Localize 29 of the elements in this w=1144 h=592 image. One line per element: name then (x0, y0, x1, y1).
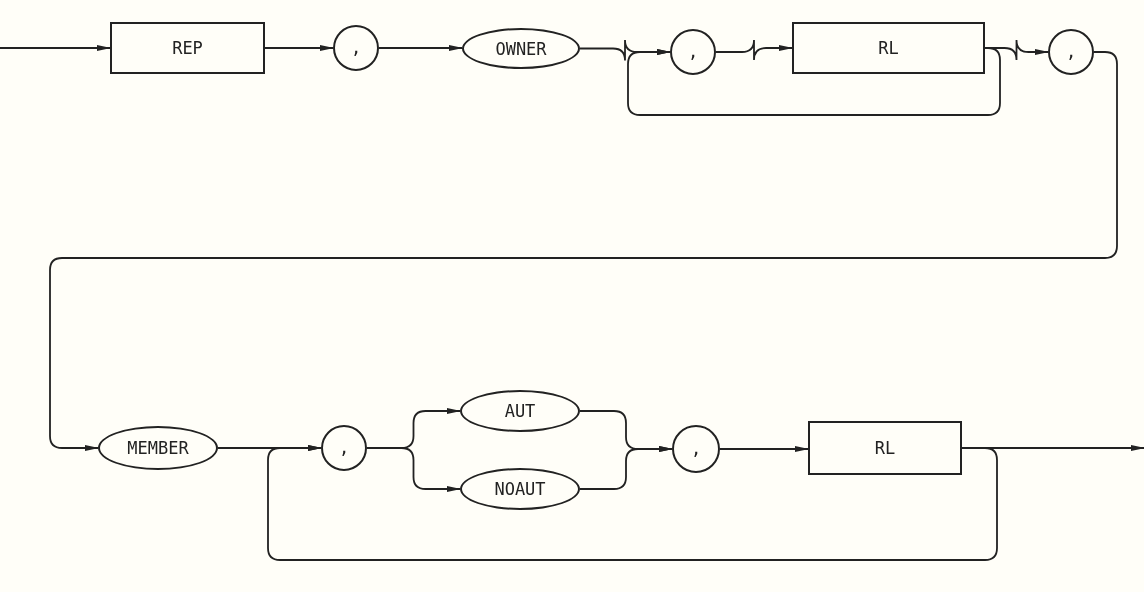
node-label: NOAUT (494, 479, 546, 499)
node-label: , (687, 42, 699, 62)
terminal-circle (1048, 29, 1094, 75)
node-label: RL (878, 38, 899, 58)
node-label: , (338, 438, 350, 458)
arrow (715, 39, 793, 61)
arrow (378, 45, 463, 51)
arrow (267, 445, 998, 561)
node-label: MEMBER (127, 438, 189, 458)
node-label: , (350, 38, 362, 58)
node-label: RL (874, 438, 896, 458)
terminal-circle (672, 425, 720, 473)
arrow (366, 447, 461, 492)
arrow (0, 45, 111, 51)
nonterminal-box (808, 421, 962, 475)
arrow (264, 45, 334, 51)
node-label: , (690, 439, 702, 459)
node-label: , (1065, 42, 1077, 62)
nonterminal-box (110, 22, 265, 74)
nonterminal-box (792, 22, 985, 74)
terminal-circle (670, 29, 716, 75)
arrow (627, 47, 1001, 116)
arrow (49, 51, 1118, 451)
node-label: OWNER (495, 38, 547, 59)
terminal-circle (321, 425, 367, 471)
terminal-circle (333, 25, 379, 71)
node-label: AUT (504, 401, 536, 421)
arrow (719, 446, 809, 452)
node-label: REP (172, 38, 203, 58)
